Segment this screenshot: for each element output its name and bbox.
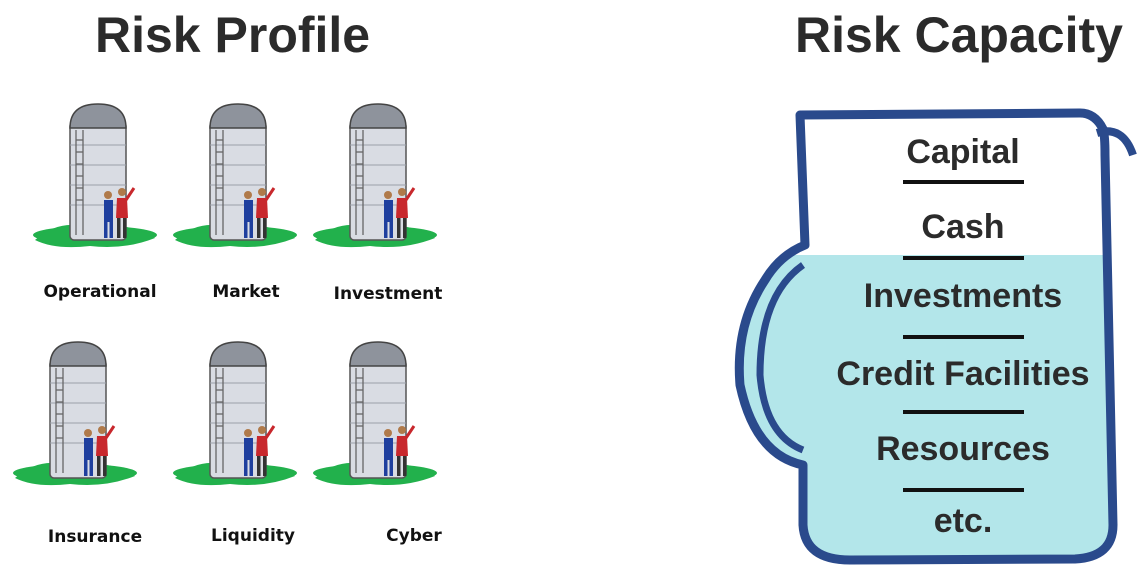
- silo-market: [170, 100, 300, 250]
- silo-icon: [13, 341, 137, 486]
- jug-item-label: Credit Facilities: [836, 355, 1090, 393]
- silo-insurance: [10, 338, 140, 488]
- silo-label: Investment: [333, 284, 443, 304]
- silo-label: Liquidity: [211, 526, 295, 546]
- silo-label: Cyber: [386, 526, 442, 546]
- risk-capacity-title: Risk Capacity: [795, 7, 1123, 63]
- silo-icon: [173, 103, 297, 248]
- silo-label: Insurance: [47, 527, 143, 547]
- jug-item-label: Capital: [906, 133, 1020, 171]
- silo-icon: [173, 341, 297, 486]
- silo-icon: [313, 341, 437, 486]
- silo-label: Operational: [43, 282, 157, 302]
- silo-label: Market: [212, 282, 280, 302]
- jug-item-label: Resources: [876, 430, 1050, 468]
- jug-item-label: Investments: [863, 277, 1063, 315]
- silo-cyber: [310, 338, 440, 488]
- jug-dividers: [903, 180, 1024, 492]
- capacity-jug-illustration: [734, 108, 1137, 565]
- silo-operational: [30, 100, 160, 250]
- jug-item-label: Cash: [921, 208, 1005, 246]
- silo-liquidity: [170, 338, 300, 488]
- silo-investment: [310, 100, 440, 250]
- risk-profile-title: Risk Profile: [95, 7, 371, 63]
- silo-icon: [33, 103, 157, 248]
- jug-item-label: etc.: [933, 502, 993, 540]
- silo-icon: [313, 103, 437, 248]
